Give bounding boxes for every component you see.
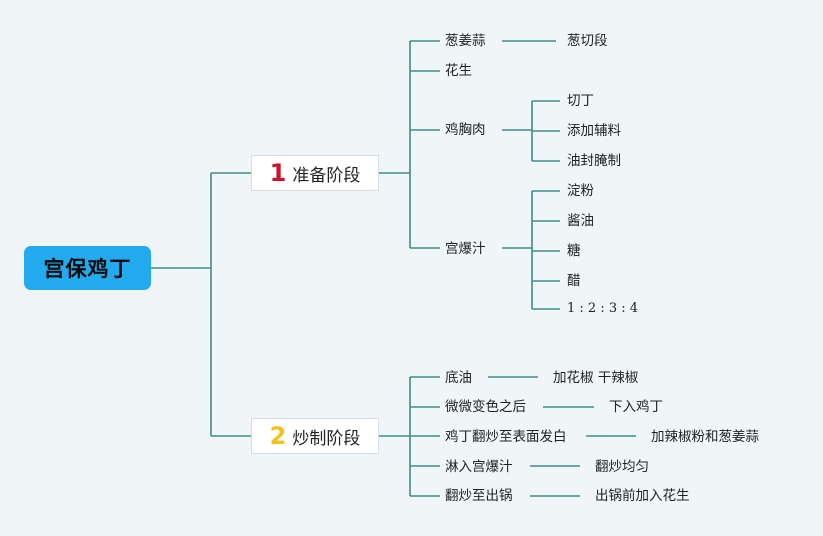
item-di-you[interactable]: 底油 [443,369,474,387]
item-wei-wei-bian-se[interactable]: 微微变色之后 [443,398,528,416]
branch-label: 炒制阶段 [292,428,361,449]
child-jiang-you[interactable]: 酱油 [565,212,596,230]
child-ratio[interactable]: 1 : 2 : 3 : 4 [565,300,641,318]
child-qie-ding[interactable]: 切丁 [565,92,596,110]
child-cong-qie-duan[interactable]: 葱切段 [565,32,610,50]
child-cu[interactable]: 醋 [565,272,583,290]
item-lin-ru-gong-bao-zhi[interactable]: 淋入宫爆汁 [443,458,515,476]
branch-label: 准备阶段 [292,165,361,186]
item-gong-bao-zhi[interactable]: 宫爆汁 [443,240,488,258]
child-hua-jiao[interactable]: 加花椒 干辣椒 [551,369,641,387]
branch-number-1: 1 [269,159,287,187]
root-node[interactable]: 宫保鸡丁 [24,246,151,290]
child-xia-ru-ji-ding[interactable]: 下入鸡丁 [607,398,665,416]
item-ji-ding-fan-chao[interactable]: 鸡丁翻炒至表面发白 [443,428,569,446]
branch-cook[interactable]: 2 炒制阶段 [251,418,379,454]
child-chu-guo-hua-sheng[interactable]: 出锅前加入花生 [593,487,692,505]
child-la-jiao-fen[interactable]: 加辣椒粉和葱姜蒜 [649,428,761,446]
child-fan-chao-jun-yun[interactable]: 翻炒均匀 [593,458,651,476]
item-fan-chao-zhi-chu-guo[interactable]: 翻炒至出锅 [443,487,515,505]
child-tang[interactable]: 糖 [565,242,583,260]
item-cong-jiang-suan[interactable]: 葱姜蒜 [443,32,488,50]
branch-prep[interactable]: 1 准备阶段 [251,155,379,191]
item-ji-xiong-rou[interactable]: 鸡胸肉 [443,121,488,139]
child-you-feng-yan-zhi[interactable]: 油封腌制 [565,152,623,170]
child-dian-fen[interactable]: 淀粉 [565,182,596,200]
root-label: 宫保鸡丁 [43,257,132,281]
item-hua-sheng[interactable]: 花生 [443,62,474,80]
branch-number-2: 2 [269,422,287,450]
child-tian-jia-fu-liao[interactable]: 添加辅料 [565,122,623,140]
